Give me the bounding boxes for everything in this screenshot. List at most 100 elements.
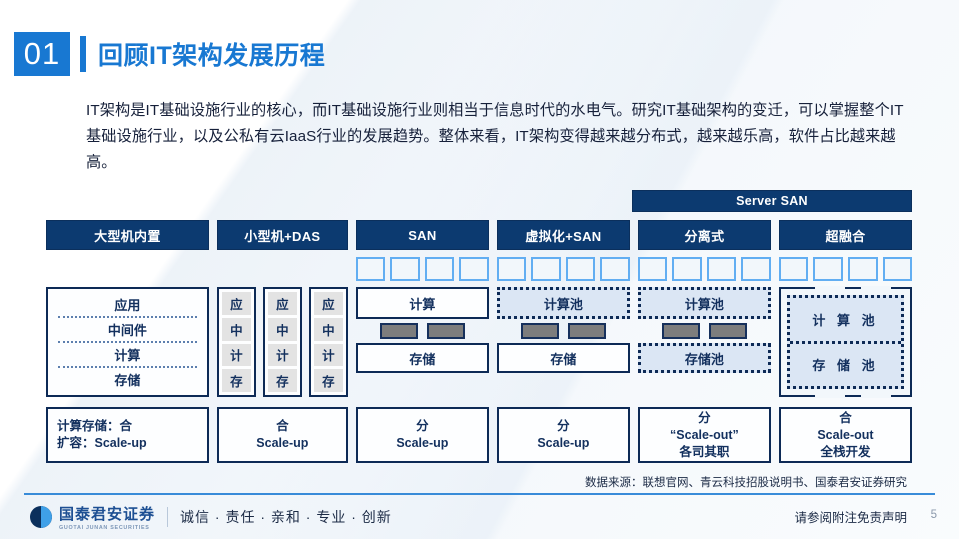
switch-row: [638, 323, 771, 339]
switch-row: [356, 323, 489, 339]
summary-line: 分: [557, 419, 570, 433]
switch-icon: [520, 323, 559, 339]
server-node: [390, 257, 420, 281]
summary-line: Scale-up: [256, 436, 309, 450]
column-header: 大型机内置: [46, 220, 209, 250]
machine-unit: 应 中 计 存: [216, 287, 256, 397]
column-header: 小型机+DAS: [216, 220, 348, 250]
summary-line: Scale-up: [537, 436, 590, 450]
server-node: [706, 257, 737, 281]
column-body: 计 算 池 存 储 池: [778, 286, 912, 398]
layer-label: 应用: [114, 298, 141, 313]
column-mainframe: 大型机内置 应用 中间件 计算 存储 计算存储：合 扩容：Scale-up: [46, 220, 209, 465]
switch-row: [497, 323, 630, 339]
hci-notch: [860, 286, 891, 293]
column-header: 超融合: [778, 220, 912, 250]
diagram-columns: 大型机内置 应用 中间件 计算 存储 计算存储：合 扩容：Scale-up: [46, 220, 913, 465]
server-node: [847, 257, 878, 281]
column-san: SAN 计算 存储 分 Scale-up: [355, 220, 489, 465]
server-node-row: [496, 257, 630, 281]
hci-notch: [814, 391, 845, 398]
column-header: 分离式: [637, 220, 771, 250]
column-hyperconverged: 超融合 计 算 池 存 储 池: [778, 220, 913, 465]
summary-line: Scale-up: [396, 436, 449, 450]
column-summary: 分 Scale-up: [355, 407, 489, 463]
machine-layer: 中: [267, 317, 297, 341]
column-header: SAN: [355, 220, 489, 250]
switch-icon: [567, 323, 606, 339]
column-body: 应 中 计 存 应 中 计 存 应 中 计 存: [216, 287, 348, 397]
section-number-badge: 01: [14, 32, 70, 76]
architecture-diagram: Server SAN 大型机内置 应用 中间件 计算 存储 计算存储：合: [46, 190, 913, 465]
server-node: [672, 257, 702, 281]
column-summary: 计算存储：合 扩容：Scale-up: [46, 407, 209, 463]
switch-icon: [426, 323, 465, 339]
column-summary: 合 Scale-up: [216, 407, 348, 463]
summary-line: Scale-out: [817, 427, 874, 442]
source-note: 数据来源：联想官网、青云科技招股说明书、国泰君安证券研究: [585, 477, 907, 489]
server-san-row: Server SAN: [46, 190, 912, 212]
server-node-row: [637, 257, 771, 281]
logo-chinese-name: 国泰君安证券: [59, 506, 156, 523]
logo-english-name: GUOTAI JUNAN SECURITIES: [59, 525, 150, 531]
summary-line: 计算存储：合: [57, 419, 133, 433]
page-title: 回顾IT架构发展历程: [98, 42, 326, 70]
machine-unit: 应 中 计 存: [308, 287, 348, 397]
compute-box: 计算: [355, 287, 489, 319]
machine-layer: 存: [313, 369, 343, 392]
switch-icon: [708, 323, 747, 339]
intro-paragraph: IT架构是IT基础设施行业的核心，而IT基础设施行业则相当于信息时代的水电气。研…: [86, 102, 904, 171]
hyperconverged-frame: 计 算 池 存 储 池: [778, 286, 912, 398]
layer-stack: 应用 中间件 计算 存储: [46, 287, 209, 397]
company-slogan: 诚信 · 责任 · 亲和 · 专业 · 创新: [180, 509, 392, 525]
summary-line: 扩容：Scale-up: [57, 436, 147, 450]
machine-layer: 计: [313, 343, 343, 367]
summary-line: “Scale-out”: [670, 427, 739, 442]
column-header: 虚拟化+SAN: [496, 220, 630, 250]
switch-icon: [379, 323, 418, 339]
machine-unit: 应 中 计 存: [262, 287, 302, 397]
summary-line: 各司其职: [679, 444, 730, 459]
column-summary: 分 “Scale-out” 各司其职: [637, 407, 771, 463]
compute-pool-box: 计 算 池: [789, 298, 901, 344]
server-node-row: [355, 257, 489, 281]
server-node: [355, 257, 386, 281]
machine-layer: 应: [221, 292, 251, 315]
column-minicomputer-das: 小型机+DAS 应 中 计 存 应 中 计 存: [216, 220, 348, 465]
server-san-banner: Server SAN: [632, 190, 912, 212]
footer-divider: [24, 493, 935, 495]
server-node: [813, 257, 843, 281]
server-node: [637, 257, 668, 281]
column-body: 计算池 存储池: [637, 287, 771, 397]
machine-layer: 存: [221, 369, 251, 392]
disclaimer-text: 请参阅附注免责声明: [794, 511, 907, 525]
storage-box: 存储: [496, 343, 630, 373]
summary-line: 分: [698, 410, 711, 425]
footer-vertical-divider: [167, 507, 169, 527]
company-logo: 国泰君安证券 GUOTAI JUNAN SECURITIES 诚信 · 责任 ·…: [30, 503, 392, 531]
page-footer: 国泰君安证券 GUOTAI JUNAN SECURITIES 诚信 · 责任 ·…: [0, 493, 959, 539]
column-body: 应用 中间件 计算 存储: [46, 287, 209, 397]
storage-box: 存储: [355, 343, 489, 373]
logo-circle-icon: [30, 506, 52, 528]
machine-group: 应 中 计 存 应 中 计 存 应 中 计 存: [216, 287, 348, 397]
compute-pool-box: 计算池: [496, 287, 630, 319]
machine-layer: 应: [267, 292, 297, 315]
column-body: 计算 存储: [355, 287, 489, 397]
summary-line: 全栈开发: [820, 444, 871, 459]
page-number: 5: [930, 509, 937, 521]
title-accent-bar: [80, 36, 86, 72]
machine-layer: 中: [313, 317, 343, 341]
machine-layer: 存: [267, 369, 297, 392]
column-summary: 分 Scale-up: [496, 407, 630, 463]
server-node: [496, 257, 527, 281]
summary-line: 合: [276, 419, 289, 433]
server-node: [531, 257, 561, 281]
machine-layer: 中: [221, 317, 251, 341]
hci-notch: [814, 286, 845, 293]
machine-layer: 计: [267, 343, 297, 367]
summary-line: 合: [839, 410, 852, 425]
machine-layer: 计: [221, 343, 251, 367]
machine-layer: 应: [313, 292, 343, 315]
layer-label: 计算: [114, 348, 141, 363]
